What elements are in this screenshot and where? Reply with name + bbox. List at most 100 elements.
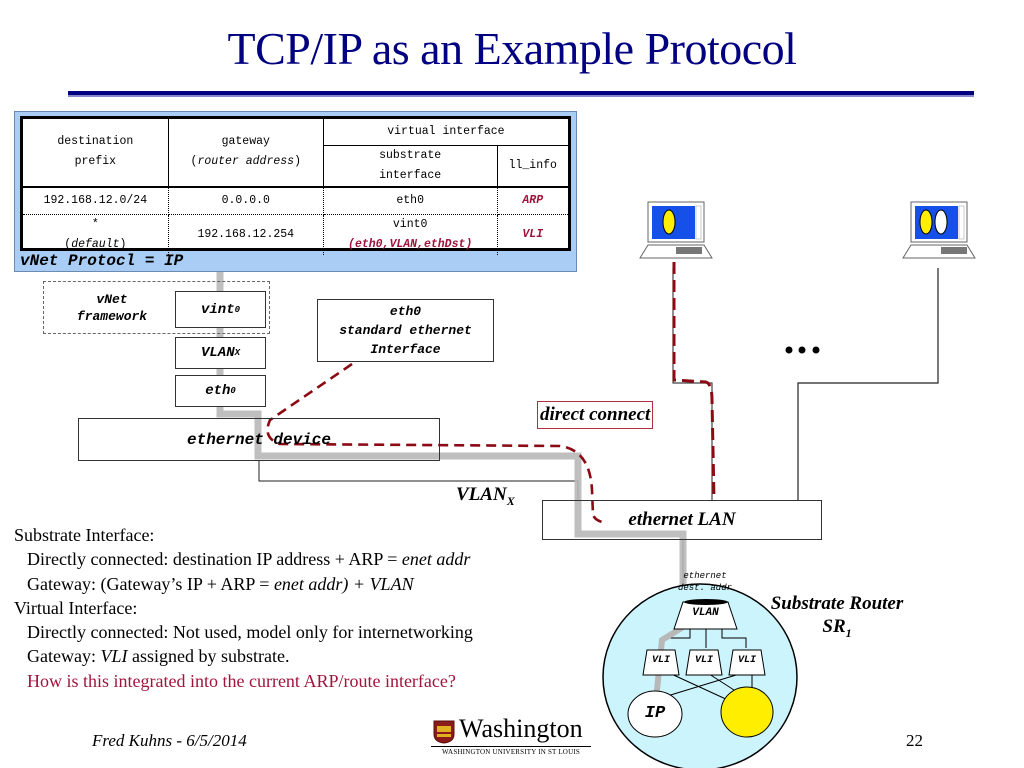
router-vlan-label: VLAN xyxy=(692,607,719,619)
eth0-callout: eth0 standard ethernet Interface xyxy=(317,299,494,362)
eth-sub: 0 xyxy=(230,386,236,396)
vnet-framework-label: vNet framework xyxy=(48,291,176,325)
router-id-base: SR xyxy=(822,616,846,637)
router-vli-label: VLI xyxy=(737,655,756,666)
header-gateway: gateway (router address) xyxy=(168,119,324,188)
vlan-x-base: VLAN xyxy=(456,484,507,505)
virtual-heading: Virtual Interface: xyxy=(14,597,138,618)
ethernet-note-line1: ethernet xyxy=(683,571,727,581)
ethernet-note-line2: dest. addr xyxy=(677,583,732,593)
router-ethernet-note: ethernet dest. addr xyxy=(660,570,750,594)
vlan-x-label: VLANX xyxy=(456,484,515,509)
substrate-heading: Substrate Interface: xyxy=(14,525,155,545)
header-gateway-note: router address xyxy=(197,155,295,169)
direct-connect-label: direct connect xyxy=(537,401,654,429)
row-destination: * (default) xyxy=(23,214,169,255)
row-destination-note: (default) xyxy=(64,238,127,251)
routing-table: destination prefix gateway (router addre… xyxy=(20,116,571,255)
direct-connect-path-host xyxy=(672,262,716,501)
virtual-gw-text: Gateway: xyxy=(27,646,101,667)
header-substrate-line1: substrate xyxy=(379,148,442,162)
app-icon xyxy=(934,209,948,235)
header-destination-prefix: destination prefix xyxy=(23,119,169,188)
ethernet-device[interactable]: ethernet device xyxy=(78,418,440,461)
header-gateway-line1: gateway xyxy=(221,135,270,149)
footer-author-date: Fred Kuhns - 6/5/2014 xyxy=(92,731,247,750)
vnet-framework-group xyxy=(43,281,270,334)
substrate-router-label: Substrate Router SR1 xyxy=(752,592,922,645)
row-substrate-interface: vint0 (eth0,VLAN,ethDst) xyxy=(323,214,498,255)
host-right[interactable] xyxy=(899,200,979,270)
title-rule-shadow xyxy=(68,95,974,97)
table-row: 192.168.12.0/24 0.0.0.0 eth0 ARP xyxy=(23,186,568,215)
vlan-x-sub: X xyxy=(506,493,515,508)
virtual-gw-suffix: assigned by substrate. xyxy=(127,646,290,667)
router-id-sub: 1 xyxy=(845,625,852,640)
router-name: Substrate Router xyxy=(770,593,904,614)
vint-label: vint xyxy=(200,301,235,318)
router-vli-1 xyxy=(642,649,680,676)
header-destination-line1: destination xyxy=(57,135,134,149)
row-substrate-note: (eth0,VLAN,ethDst) xyxy=(348,238,473,251)
substrate-gw-text: Gateway: (Gateway’s IP + ARP = xyxy=(27,573,274,594)
callout-line1: eth0 xyxy=(389,304,422,319)
row-ll-info: VLI xyxy=(522,228,544,241)
notes: Substrate Interface: Directly connected:… xyxy=(14,523,473,693)
router-vli-3 xyxy=(728,649,766,676)
university-logo-subtitle: WASHINGTON UNIVERSITY IN ST LOUIS xyxy=(431,746,591,756)
callout-line2: standard ethernet xyxy=(339,323,472,338)
university-crest-icon xyxy=(433,720,455,744)
page-number: 22 xyxy=(906,731,923,750)
header-ll-info: ll_info xyxy=(497,145,568,188)
virtual-direct: Directly connected: Not used, model only… xyxy=(27,622,473,643)
header-virtual-interface: virtual interface xyxy=(323,119,568,146)
router-vli-2 xyxy=(685,649,723,676)
title-rule xyxy=(68,91,974,95)
eth-label: eth xyxy=(205,383,231,399)
table-row: * (default) 192.168.12.254 vint0 (eth0,V… xyxy=(23,214,568,255)
substrate-direct: Directly connected: destination IP addre… xyxy=(14,547,473,571)
default-note: default xyxy=(71,238,120,251)
row-gateway: 192.168.12.254 xyxy=(168,214,324,255)
virtual-gateway: Gateway: VLI assigned by substrate. xyxy=(14,644,473,668)
router-vli-label: VLI xyxy=(651,655,670,666)
header-gateway-line2: (router address) xyxy=(190,155,301,169)
packet-path xyxy=(216,262,687,600)
open-question: How is this integrated into the current … xyxy=(27,670,456,691)
vlan-label: VLAN xyxy=(200,345,235,361)
router-ip-circle xyxy=(627,690,683,738)
university-logo-word: Washington xyxy=(459,714,583,743)
router-other-protocol-circle xyxy=(720,686,774,738)
row-destination: 192.168.12.0/24 xyxy=(23,186,169,215)
virtual-gw-em: VLI xyxy=(100,646,128,667)
host-right-link xyxy=(797,268,939,500)
router-id: SR1 xyxy=(752,615,922,645)
app-icon xyxy=(919,209,933,235)
router-ip-label: IP xyxy=(644,704,666,723)
row-ll-info: ARP xyxy=(497,186,568,215)
callout-line3: Interface xyxy=(370,342,441,357)
host-left[interactable] xyxy=(636,200,716,270)
row-substrate-value: vint0 xyxy=(392,218,428,231)
vint-sub: 0 xyxy=(234,304,240,315)
header-substrate-interface: substrate interface xyxy=(323,145,498,188)
substrate-gateway: Gateway: (Gateway’s IP + ARP = enet addr… xyxy=(14,572,473,596)
direct-connect-path-eth0 xyxy=(266,362,603,524)
vlan-sub: X xyxy=(234,348,240,358)
ethernet-lan[interactable]: ethernet LAN xyxy=(542,500,822,540)
substrate-gw-em: enet addr) + VLAN xyxy=(273,573,414,594)
slide-title: TCP/IP as an Example Protocol xyxy=(227,23,797,74)
header-destination-line2: prefix xyxy=(74,155,117,169)
substrate-direct-text: Directly connected: destination IP addre… xyxy=(27,549,402,570)
framework-line2: framework xyxy=(76,309,148,324)
router-vli-label: VLI xyxy=(694,655,713,666)
device-to-lan-link xyxy=(258,461,579,500)
header-substrate-line2: interface xyxy=(379,168,442,182)
substrate-direct-em: enet addr xyxy=(401,549,471,570)
vnet-protocol-label: vNet Protocl = IP xyxy=(20,252,184,270)
row-substrate-interface: eth0 xyxy=(323,186,498,215)
